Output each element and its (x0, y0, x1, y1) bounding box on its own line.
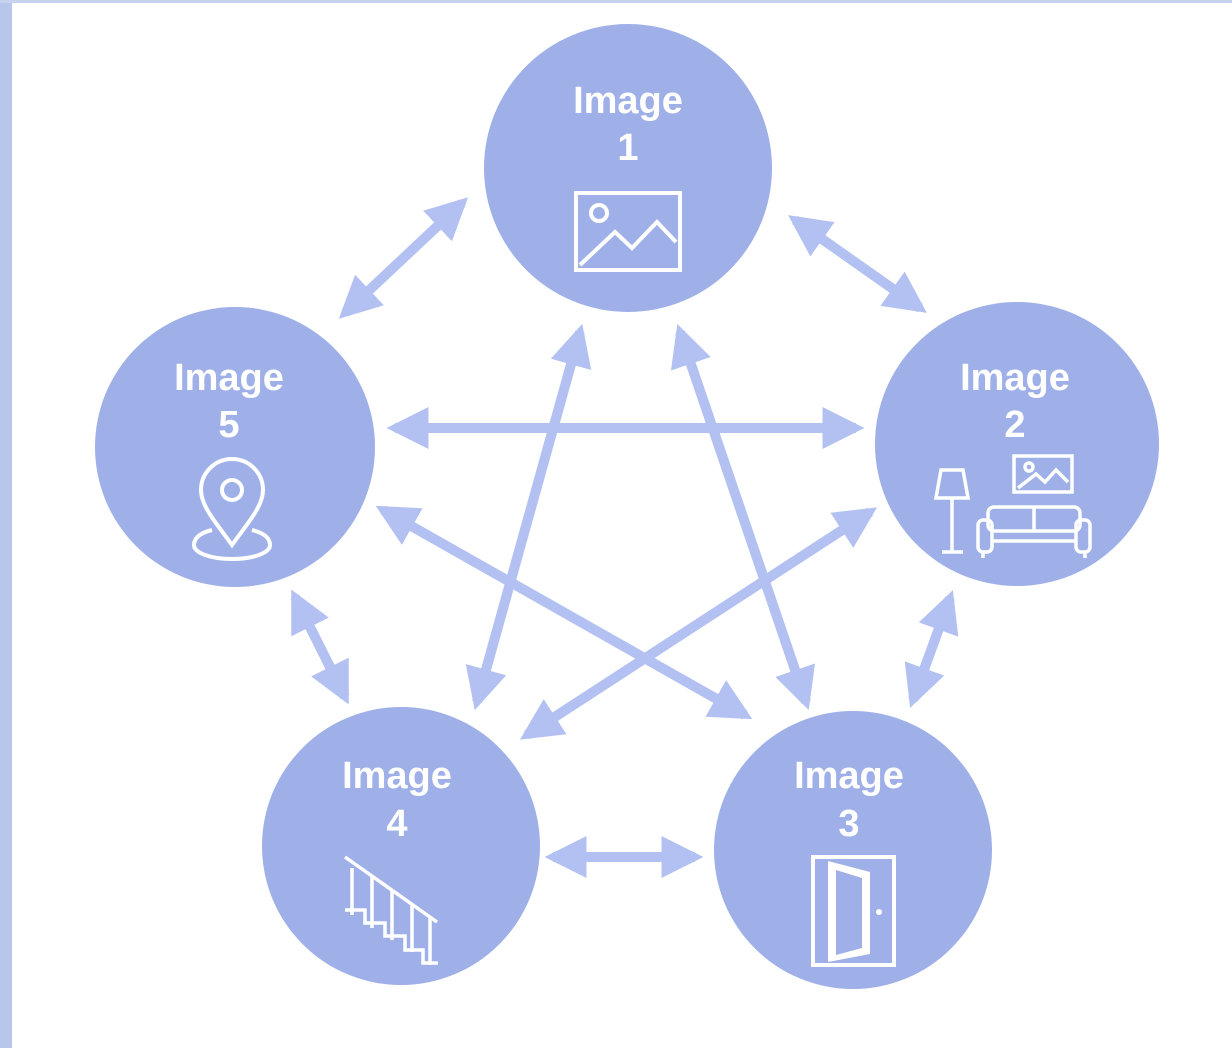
arrow-1-4 (465, 323, 592, 711)
arrow-4-5 (290, 589, 350, 705)
node-1-title: Image (573, 80, 683, 122)
arrow-2-4 (519, 507, 878, 740)
node-image-2: Image 2 (875, 302, 1159, 586)
arrow-2-3 (904, 590, 959, 708)
node-image-1: Image 1 (484, 24, 772, 312)
node-2-title: Image (960, 357, 1070, 399)
living-room-icon (933, 454, 1092, 558)
node-2-number: 2 (1004, 404, 1025, 446)
arrow-1-2 (788, 215, 927, 313)
top-edge-bar (0, 0, 1232, 3)
node-5-number: 5 (218, 404, 239, 446)
node-3-title: Image (794, 755, 904, 797)
picture-icon (574, 191, 682, 272)
node-3-number: 3 (838, 803, 859, 845)
arrow-5-1 (338, 197, 469, 319)
arrow-5-3 (375, 505, 753, 720)
stairs-icon (343, 855, 439, 965)
node-4-number: 4 (386, 803, 407, 845)
node-image-4: Image 4 (262, 707, 540, 985)
door-icon (811, 855, 896, 967)
node-1-number: 1 (617, 127, 638, 169)
node-image-5: Image 5 (95, 307, 375, 587)
left-edge-bar (0, 0, 12, 1048)
location-pin-icon (191, 457, 273, 562)
node-4-title: Image (342, 755, 452, 797)
node-image-3: Image 3 (714, 711, 992, 989)
node-5-title: Image (174, 357, 284, 399)
arrow-1-3 (670, 324, 816, 710)
